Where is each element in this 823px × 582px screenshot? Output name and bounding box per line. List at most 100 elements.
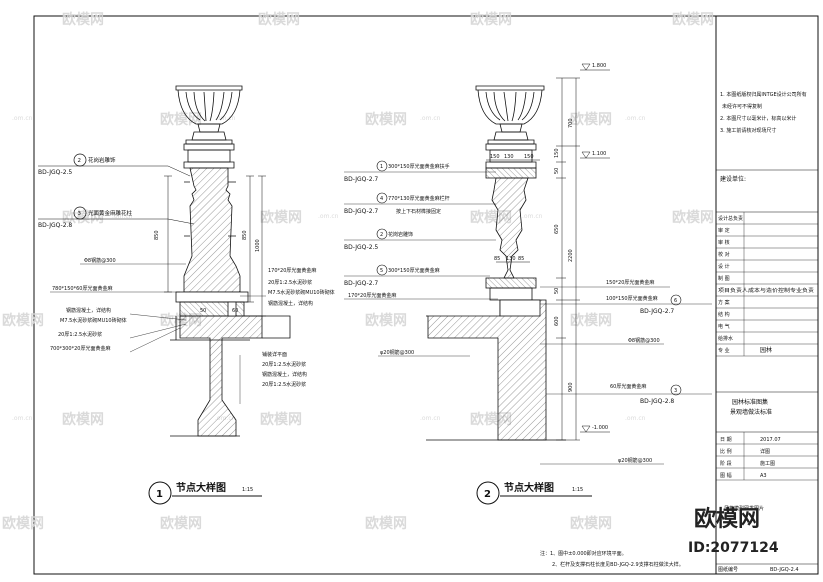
dim-label: 85	[518, 256, 524, 262]
dim-label-50: 50	[200, 308, 206, 314]
watermark-text: 欧模网	[570, 515, 612, 532]
note-text: 300*150厚光面黄金麻	[388, 267, 440, 274]
watermark-url: .om.cn	[12, 115, 33, 122]
tb-row-label: 结 构	[718, 311, 730, 318]
watermark-layer: 欧模网 欧模网 欧模网 欧模网 欧模网 欧模网 欧模网 欧模网 欧模网 欧模网 …	[2, 11, 714, 532]
column-shaft	[183, 167, 241, 293]
tb-row-label: 审 定	[718, 227, 730, 234]
balustrade-post	[485, 167, 537, 301]
note-line: 注：1、图中±0.000即对应环境平面。	[540, 550, 627, 557]
note-text: 20厚1:2.5水泥砂浆	[262, 381, 306, 388]
dim-label-850: 850	[242, 230, 248, 240]
detail-1-dimensions	[164, 175, 266, 317]
brand-stamp: 欧模网 ID:2077124	[688, 506, 779, 556]
tb-info-label: 图 幅	[720, 472, 732, 479]
detail-1-callouts: 2 花岗岩雕饰 BD-JGQ-2.5 3 光面黄金麻雕花柱 BD-JGQ-2.8	[38, 153, 195, 229]
note-text: 60厚光面黄金麻	[610, 383, 646, 390]
title-block: 1. 本图纸版权归属INTGE设计公司所有 未经许可不得复制 2. 本图尺寸以毫…	[716, 91, 818, 573]
note-text: M7.5水泥砂浆砌MU10砖砌体	[60, 317, 127, 324]
detail-1-right-notes: 170*20厚光面黄金麻 20厚1:2.5水泥砂浆 M7.5水泥砂浆砌MU10砖…	[240, 267, 335, 307]
dim-label: 85	[494, 256, 500, 262]
detail-number: 1	[156, 489, 163, 500]
dim-label-850: 850	[154, 230, 160, 240]
tb-info-value: A3	[760, 473, 767, 479]
tb-row-label: 方 案	[718, 299, 730, 306]
detail-1-title: 1 节点大样图 1:15	[148, 481, 262, 505]
watermark-text: 欧模网	[62, 209, 104, 226]
watermark-url: .om.cn	[625, 115, 646, 122]
detail-2-title: 2 节点大样图 1:15	[476, 481, 592, 505]
dim-label: 2200	[568, 249, 574, 262]
note-text: 铺装详平面	[262, 351, 287, 358]
watermark-text: 欧模网	[672, 209, 714, 226]
dim-label: 130	[504, 154, 514, 160]
urn-ornament	[475, 85, 545, 169]
tb-drawing-number: BD-JGQ-2.4	[770, 567, 799, 573]
callout-label: 花岗岩雕饰	[88, 156, 116, 164]
callout-code: BD-JGQ-2.7	[344, 176, 378, 183]
urn-ornament	[175, 85, 243, 169]
callout-code: BD-JGQ-2.7	[640, 308, 674, 315]
dim-label: 150	[490, 154, 500, 160]
watermark-url: .om.cn	[420, 415, 441, 422]
detail-2-right-callouts: 150*20厚光面黄金麻 100*150厚光面黄金麻 6 BD-JGQ-2.7 …	[540, 279, 712, 465]
note-line: 2、栏杆及支撑石柱长度见BD-JGQ-2.9支撑石柱做法大样。	[552, 561, 684, 568]
tb-row-label: 专 业	[718, 347, 730, 354]
callout-code: BD-JGQ-2.5	[344, 244, 378, 251]
drawing-frame	[33, 15, 819, 575]
tb-drawing-number-label: 图纸编号	[718, 566, 738, 573]
tb-row-label: 校 对	[718, 251, 730, 258]
dim-label-1000: 1000	[255, 239, 261, 252]
watermark-url: .om.cn	[12, 415, 33, 422]
tb-note: 1. 本图纸版权归属INTGE设计公司所有	[720, 91, 807, 98]
watermark-text: 欧模网	[470, 11, 512, 28]
watermark-text: 欧模网	[365, 312, 407, 329]
callout-number: 6	[674, 298, 677, 304]
note-text: 花岗岩雕饰	[388, 231, 413, 238]
elevation-label: -1.000	[592, 425, 608, 431]
watermark-text: 欧模网	[365, 111, 407, 128]
tb-row-value: 园林	[760, 346, 772, 354]
note-text: M7.5水泥砂浆砌MU10砖砌体	[268, 289, 335, 296]
tb-project-name: 园林标准图集	[732, 398, 768, 406]
watermark-text: 欧模网	[160, 515, 202, 532]
dim-label: 900	[568, 382, 574, 392]
watermark-url: .om.cn	[318, 213, 339, 220]
watermark-text: 欧模网	[570, 111, 612, 128]
callout-number: 1	[380, 164, 383, 170]
callout-number: 2	[380, 232, 383, 238]
callout-code: BD-JGQ-2.7	[344, 280, 378, 287]
detail-scale: 1:15	[572, 487, 583, 493]
note-text: Φ8钢筋@300	[84, 257, 116, 264]
elevation-label: 1.100	[592, 151, 606, 157]
dim-label: 50	[554, 288, 560, 294]
note-text: 170*20厚光面黄金麻	[268, 267, 316, 274]
detail-1-drawing: 850 850 1000 50 60 2 花岗岩雕饰 BD-JGQ-2.5 3 …	[38, 85, 335, 505]
watermark-text: 欧模网	[2, 312, 44, 329]
note-text: 770*130厚光面黄金麻栏杆	[388, 195, 450, 202]
watermark-text: 欧模网	[160, 111, 202, 128]
tb-info-value: 2017.07	[760, 437, 781, 443]
watermark-text: 欧模网	[2, 515, 44, 532]
note-text: 780*150*60厚光面黄金麻	[52, 285, 112, 292]
note-text: 钢筋混凝土，详结构	[262, 371, 307, 378]
detail-title: 节点大样图	[176, 481, 226, 494]
tb-rows: 设计总负责 审 定 审 核 校 对 设 计 制 图 项目负责人成本与造价控制专业…	[716, 212, 818, 357]
callout-number: 4	[380, 196, 383, 202]
note-text: 20厚1:2.5水泥砂浆	[262, 361, 306, 368]
note-text: 钢筋混凝土，详结构	[268, 300, 313, 307]
watermark-url: .om.cn	[112, 213, 133, 220]
tb-info: 日 期 2017.07 比 例 详图 阶 段 施工图 图 幅 A3	[716, 432, 818, 481]
tb-info-value: 详图	[760, 448, 770, 455]
note-text: 按上下石材榫接固定	[396, 208, 441, 215]
dim-label: 600	[554, 316, 560, 326]
detail-1-bottom-notes: 铺装详平面 20厚1:2.5水泥砂浆 钢筋混凝土，详结构 20厚1:2.5水泥砂…	[239, 351, 307, 404]
tb-seal-text: 风格模型网发图片	[724, 505, 764, 512]
tb-row-label: 电 气	[718, 323, 730, 330]
detail-2-left-callouts: 1 300*150厚光面黄金麻扶手 BD-JGQ-2.7 4 770*130厚光…	[344, 160, 498, 357]
note-text: 300*150厚光面黄金麻扶手	[388, 163, 450, 170]
tb-row-label: 制 图	[718, 275, 730, 282]
brand-logo-text: 欧模网	[694, 506, 760, 532]
watermark-text: 欧模网	[365, 515, 407, 532]
